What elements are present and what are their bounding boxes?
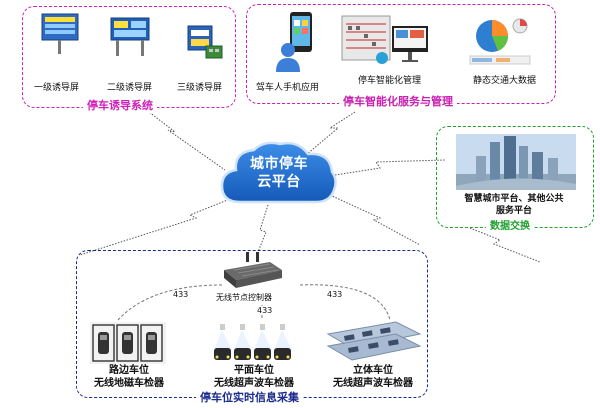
link-controller-3d (299, 284, 391, 321)
traffic-big-data-label: 静态交通大数据 (473, 76, 537, 86)
smart-management-image (340, 12, 432, 70)
3d-parking-detector: 无线超声波车检器 (333, 378, 413, 389)
freq-label-center: 433 (257, 306, 273, 315)
cloud-platform-title-line2: 云平台 (257, 174, 301, 190)
cloud-platform-icon (220, 141, 337, 204)
link-cloud-controller (257, 204, 269, 253)
guide-system-caption: 停车诱导系统 (83, 97, 157, 113)
freq-label-left: 433 (173, 290, 189, 299)
third-level-screen-label: 三级诱导屏 (177, 83, 223, 93)
link-guide-cloud (139, 104, 226, 171)
driver-phone-app-image (270, 10, 332, 76)
flat-parking-title: 平面车位 (234, 365, 274, 376)
realtime-collection-caption: 停车位实时信息采集 (196, 389, 303, 405)
first-level-screen-image (38, 12, 82, 54)
first-level-screen-label: 一级诱导屏 (34, 83, 80, 93)
wireless-node-controller-image (220, 252, 284, 292)
link-cloud-exchange (334, 159, 446, 176)
smart-city-image (456, 134, 576, 190)
wireless-node-controller-label: 无线节点控制器 (216, 292, 272, 303)
link-controller-roadside (117, 284, 223, 321)
roadside-parking-detector: 无线地磁车检器 (94, 378, 164, 389)
second-level-screen-image (108, 16, 152, 56)
data-exchange-desc-line2: 服务平台 (495, 206, 532, 216)
roadside-parking-image (90, 322, 166, 364)
roadside-parking-title: 路边车位 (109, 365, 149, 376)
second-level-screen-label: 二级诱导屏 (107, 83, 153, 93)
traffic-big-data-image (462, 12, 538, 68)
smart-management-label: 停车智能化管理 (358, 76, 422, 86)
cloud-platform-title-line1: 城市停车 (250, 156, 308, 172)
link-service-cloud (299, 111, 356, 161)
link-cloud-realtime-right (329, 194, 421, 246)
3d-parking-image (326, 320, 422, 364)
link-cloud-realtime-left (79, 194, 241, 256)
third-level-screen-image (182, 24, 226, 60)
link-exchange-realtime (469, 227, 541, 263)
freq-label-right: 433 (327, 290, 343, 299)
driver-phone-app-label: 驾车人手机应用 (256, 83, 320, 93)
data-exchange-caption: 数据交换 (486, 217, 534, 232)
3d-parking-title: 立体车位 (353, 365, 393, 376)
flat-parking-detector: 无线超声波车检器 (214, 378, 294, 389)
smart-service-caption: 停车智能化服务与管理 (339, 93, 457, 109)
flat-parking-image (208, 322, 300, 364)
data-exchange-desc-line1: 智慧城市平台、其他公共 (464, 194, 564, 204)
